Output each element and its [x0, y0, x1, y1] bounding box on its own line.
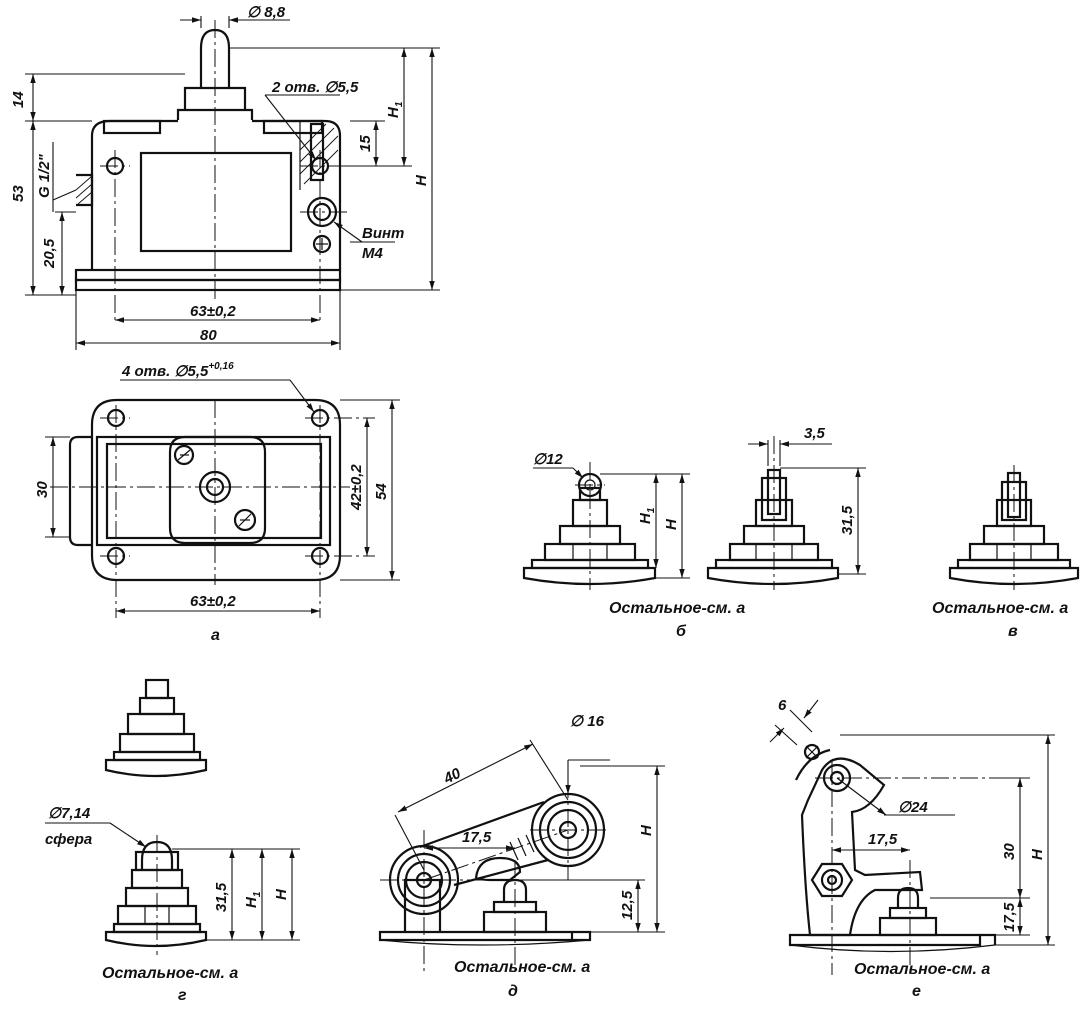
- d-base: [378, 930, 574, 942]
- e-plunger: [896, 886, 920, 908]
- dim-80-label: 80: [200, 327, 217, 344]
- thread-boss: [76, 173, 94, 207]
- base-plate-2: [74, 278, 342, 292]
- d-diam-label: ∅ 16: [570, 713, 605, 730]
- d-12-5-label: 12,5: [619, 890, 636, 920]
- screw-label-2: М4: [362, 245, 383, 262]
- g-sphere-label: сфера: [45, 831, 92, 848]
- d-17-5-label: 17,5: [462, 829, 492, 846]
- screw-lower: [312, 234, 332, 254]
- dim-54-label: 54: [373, 483, 390, 500]
- b-note: Остальное-см. а: [609, 600, 745, 617]
- b-31-5-label: 31,5: [839, 505, 856, 535]
- labels-view-v: Остальное-см. а в: [932, 600, 1068, 640]
- e-pivot-hex: [810, 862, 854, 898]
- cover-screw-1: [173, 444, 195, 466]
- d-note: Остальное-см. а: [454, 959, 590, 976]
- thread-label: G 1/2": [36, 153, 53, 198]
- view-v: [948, 465, 1080, 590]
- caption-a: а: [211, 627, 220, 644]
- caption-v: в: [1008, 623, 1018, 640]
- d-lever-bottom: [453, 858, 549, 887]
- dims-view-e: [769, 699, 1055, 946]
- view-e: [788, 743, 1000, 975]
- dim-63-bottom-label: 63±0,2: [190, 593, 236, 610]
- screw-label-1: Винт: [362, 225, 404, 242]
- b-3-5-label: 3,5: [804, 425, 826, 442]
- g-h-label: H: [273, 888, 290, 900]
- g-h1-label: H1: [243, 891, 263, 908]
- caption-g: г: [178, 987, 187, 1004]
- b-right-base: [706, 566, 840, 586]
- dims-view-a-front: [25, 16, 440, 350]
- dim-42-label: 42±0,2: [348, 464, 365, 511]
- labels-view-b: ∅12 H1 H 3,5 31,5 Остальное-см. а б: [533, 425, 856, 640]
- b-h1-label: H1: [637, 507, 657, 524]
- view-a-top: [50, 398, 375, 618]
- d-40-label: 40: [440, 765, 464, 788]
- top-inner-frame: [95, 435, 332, 547]
- view-b: [522, 436, 840, 590]
- caption-b: б: [676, 623, 687, 640]
- hatch-left: [75, 175, 93, 205]
- g-diam-label: ∅7,14: [48, 805, 91, 822]
- b-left-base: [522, 566, 657, 586]
- dims-view-b: [533, 440, 866, 579]
- dims-view-g: [45, 822, 300, 941]
- view-d: [378, 780, 610, 975]
- b-h-label: H: [663, 518, 680, 530]
- diam-plunger-label: ∅ 8,8: [247, 4, 286, 21]
- dim-30-label: 30: [34, 481, 51, 498]
- top-cover-plate: [168, 435, 267, 545]
- view-g-body: [104, 835, 208, 955]
- e-diam-label: ∅24: [898, 799, 928, 816]
- e-h-label: H: [1029, 848, 1046, 860]
- caption-e: е: [912, 983, 921, 1000]
- labels-view-d: 40 ∅ 16 17,5 H 12,5 Остальное-см. а д: [440, 713, 655, 1000]
- dim-20-5-label: 20,5: [41, 238, 58, 269]
- caption-d: д: [508, 983, 518, 1000]
- base-plate-1: [74, 268, 342, 282]
- e-17-5-label: 17,5: [868, 831, 898, 848]
- labels-view-g: ∅7,14 сфера 31,5 H1 H Остальное-см. а г: [45, 805, 290, 1004]
- e-17-5-b-label: 17,5: [1001, 902, 1018, 932]
- top-inner-frame-2: [105, 442, 323, 540]
- g-31-5-label: 31,5: [213, 882, 230, 912]
- g-base: [104, 930, 208, 948]
- dim-53-label: 53: [10, 185, 27, 202]
- dims-view-d: [394, 739, 665, 933]
- e-lever: [800, 757, 924, 937]
- dim-h1-label: H1: [385, 101, 405, 118]
- dims-view-a-top: [45, 379, 400, 614]
- e-base: [788, 933, 982, 947]
- holes-2-label: 2 отв. ∅5,5: [271, 79, 359, 96]
- front-window: [139, 151, 293, 253]
- view-a-front: [74, 20, 350, 320]
- e-6-label: 6: [778, 697, 787, 714]
- dim-63-label: 63±0,2: [190, 303, 236, 320]
- cover-screw-2: [233, 508, 257, 532]
- dim-h-label: H: [413, 174, 430, 186]
- e-30-label: 30: [1001, 843, 1018, 860]
- top-flange-left: [102, 119, 162, 135]
- d-h-label: H: [638, 824, 655, 836]
- top-housing: [90, 398, 342, 582]
- b-diam-label: ∅12: [533, 451, 563, 468]
- v-note: Остальное-см. а: [932, 600, 1068, 617]
- dim-14-label: 14: [10, 91, 27, 108]
- dim-15-label: 15: [357, 135, 374, 152]
- view-g: [104, 678, 208, 778]
- top-side-boss: [68, 435, 92, 547]
- labels-view-e: 6 ∅24 17,5 30 H 17,5 Остальное-см. а е: [778, 697, 1046, 1000]
- labels-view-a: ∅ 8,8 14 53 G 1/2" 20,5 2 отв. ∅5,5 H1 1…: [10, 4, 430, 644]
- e-note: Остальное-см. а: [854, 961, 990, 978]
- g-note: Остальное-см. а: [102, 965, 238, 982]
- holes-4-label: 4 отв. ∅5,5+0,16: [121, 361, 234, 380]
